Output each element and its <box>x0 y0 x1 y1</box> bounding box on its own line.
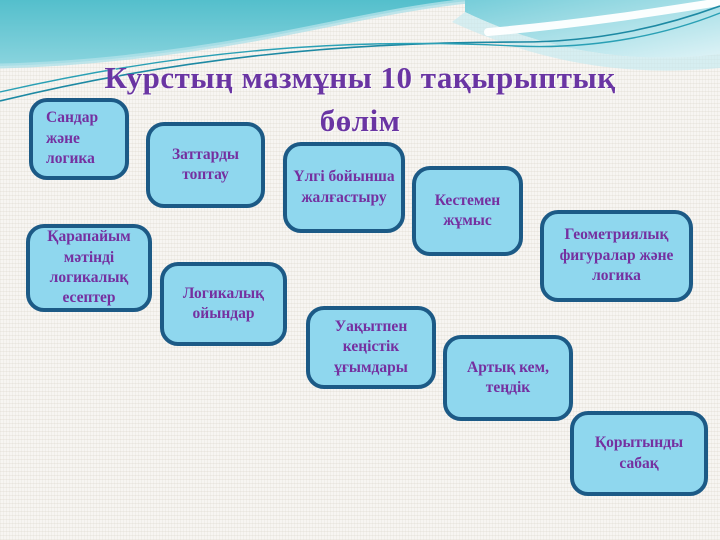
topic-box-grouping-objects: Заттарды топтау <box>146 122 265 208</box>
topic-box-numbers-and-logic: Сандар және логика <box>29 98 129 180</box>
topic-box-label: Геометриялық фигуралар және логика <box>559 226 674 285</box>
topic-box-label: Қарапайым мәтінді логикалық есептер <box>47 228 131 307</box>
topic-box-label: Заттарды топтау <box>171 145 240 183</box>
slide-title-line1: Курстың мазмұны 10 тақырыптық <box>104 59 616 95</box>
topic-box-time-space-concepts: Уақытпен кеңістік ұғымдары <box>306 306 436 389</box>
wave-decoration <box>0 0 720 150</box>
topic-box-label: Кестемен жұмыс <box>434 191 501 229</box>
wave-graphic <box>0 0 720 102</box>
topic-box-label: Сандар және логика <box>46 109 99 168</box>
slide-title-line2: бөлім <box>319 102 401 138</box>
slide-title: Курстың мазмұны 10 тақырыптық бөлім <box>20 57 700 143</box>
topic-box-continue-by-pattern: Үлгі бойынша жалғастыру <box>283 142 405 233</box>
topic-box-label: Үлгі бойынша жалғастыру <box>293 168 395 206</box>
topic-box-label: Қорытынды сабақ <box>594 434 684 472</box>
topic-box-label: Логикалық ойындар <box>182 284 265 322</box>
topic-box-geometric-figures-and-logic: Геометриялық фигуралар және логика <box>540 210 693 302</box>
topic-box-more-less-equal: Артық кем, теңдік <box>443 335 573 421</box>
topic-box-final-lesson: Қорытынды сабақ <box>570 411 708 496</box>
topic-box-label: Артық кем, теңдік <box>467 358 549 396</box>
topic-box-label: Уақытпен кеңістік ұғымдары <box>334 317 408 376</box>
topic-box-table-work: Кестемен жұмыс <box>412 166 523 256</box>
topic-box-simple-text-logic-problems: Қарапайым мәтінді логикалық есептер <box>26 224 152 312</box>
topic-box-logic-games: Логикалық ойындар <box>160 262 287 346</box>
